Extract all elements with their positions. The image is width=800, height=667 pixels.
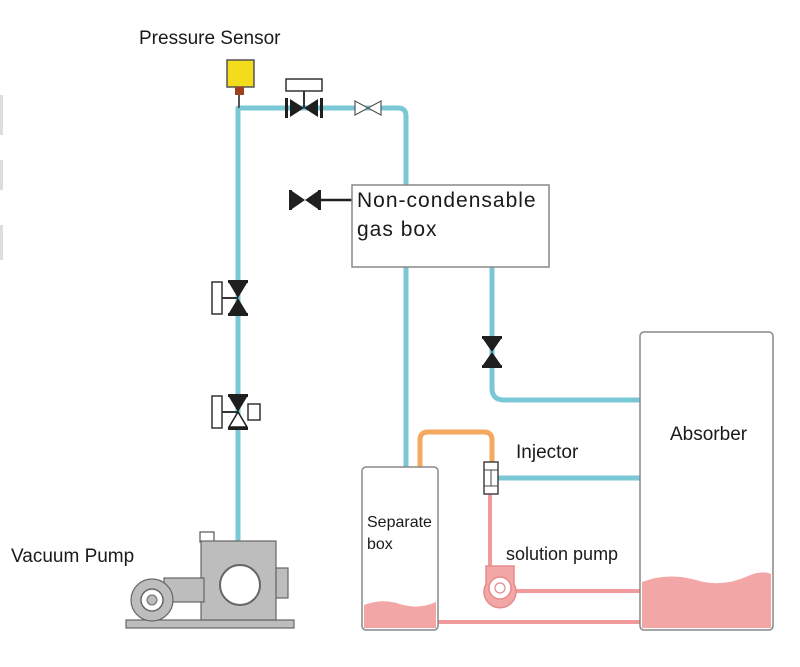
separate-box-vessel (361, 466, 439, 631)
absorber-label: Absorber (670, 424, 748, 445)
solution-pump-icon (483, 565, 517, 609)
vacuum-line (235, 105, 643, 543)
outlet-valve-icon (482, 336, 502, 368)
vent-valve-icon (289, 190, 352, 210)
riser-valve-lower-icon (211, 394, 261, 430)
separate-box-label: Separate box (367, 512, 432, 556)
vacuum-pump-label: Vacuum Pump (11, 546, 135, 567)
non-condensable-gas-box-label: Non-condensable gas box (357, 186, 537, 244)
injector-label: Injector (516, 442, 579, 463)
open-valve-icon (354, 99, 382, 117)
vapor-line (417, 429, 495, 488)
non-condensable-label-line2: gas box (357, 218, 438, 241)
pressure-sensor-icon (226, 59, 255, 108)
non-condensable-label-line1: Non-condensable (357, 189, 537, 212)
solution-line (437, 494, 642, 624)
pressure-sensor-label: Pressure Sensor (139, 28, 281, 49)
separate-label-line2: box (367, 536, 393, 553)
solution-pump-label: solution pump (506, 544, 619, 564)
riser-valve-upper-icon (211, 280, 248, 316)
injector-icon (483, 461, 499, 495)
edge-marks (0, 95, 3, 260)
separate-label-line1: Separate (367, 514, 432, 531)
vacuum-pump-icon (125, 531, 295, 629)
top-valve-icon (285, 78, 323, 118)
absorber-vessel (639, 331, 774, 631)
non-condensable-gas-box (351, 184, 550, 268)
